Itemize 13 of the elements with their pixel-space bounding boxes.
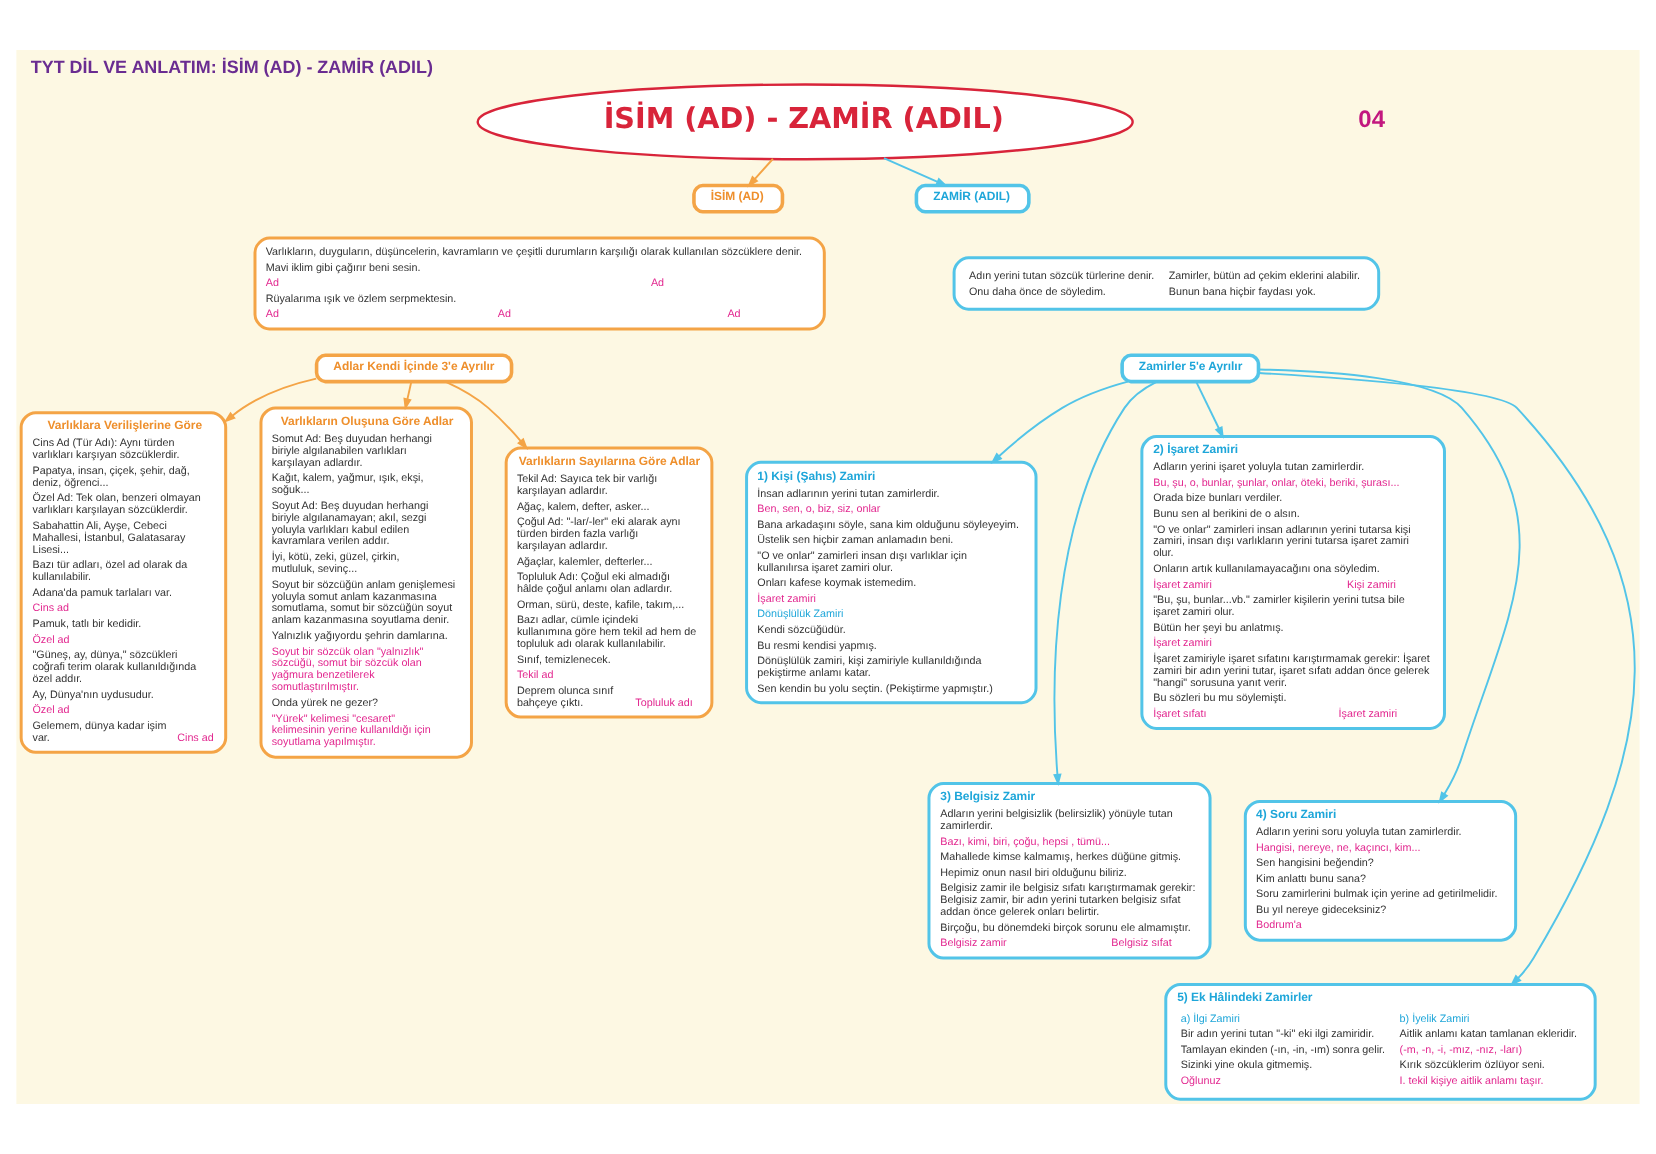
arrow	[444, 380, 529, 450]
node-ellipse: İSİM (AD) - ZAMİR (ADIL)	[476, 83, 1134, 161]
label: 04	[1358, 104, 1385, 133]
arrow	[990, 380, 1129, 465]
arrow	[223, 377, 318, 423]
arrow	[747, 158, 774, 188]
arrow	[1053, 380, 1158, 787]
arrow	[1195, 380, 1224, 439]
arrow	[1257, 372, 1636, 987]
arrow	[1257, 368, 1521, 804]
arrow	[403, 380, 413, 411]
diagram-title: TYT DİL VE ANLATIM: İSİM (AD) - ZAMİR (ADIL)	[30, 56, 433, 77]
arrow	[883, 157, 949, 187]
